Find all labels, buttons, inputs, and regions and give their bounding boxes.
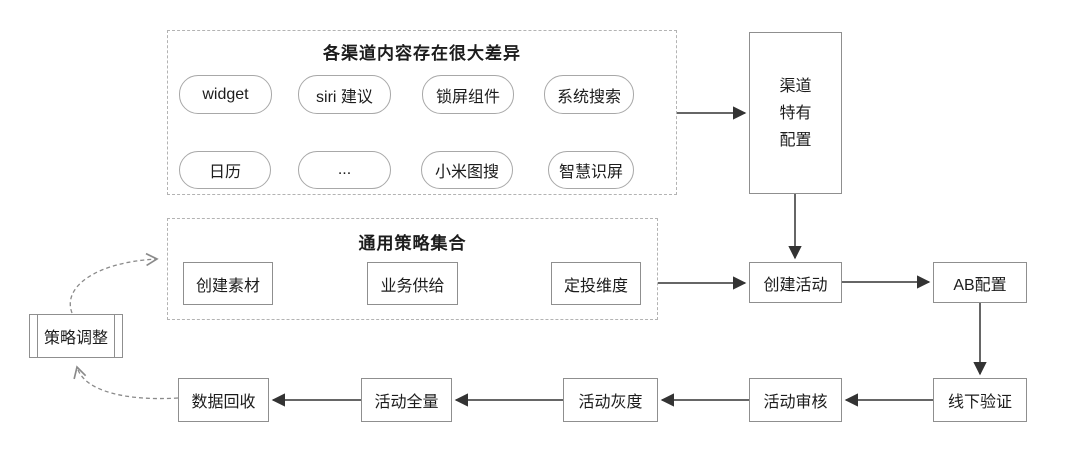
node-business-supply: 业务供给 <box>367 262 458 305</box>
channel-group: 各渠道内容存在很大差异 widget siri 建议 锁屏组件 系统搜索 日历 … <box>167 30 677 195</box>
channel-group-title: 各渠道内容存在很大差异 <box>323 44 521 63</box>
node-create-activity: 创建活动 <box>749 262 842 303</box>
pill-smart-screen-recognition: 智慧识屏 <box>548 151 634 189</box>
arrow-adjust-to-strategy-group <box>69 252 159 314</box>
pill-calendar: 日历 <box>179 151 271 189</box>
node-targeting-dimension: 定投维度 <box>551 262 641 305</box>
pill-widget: widget <box>179 75 272 114</box>
node-ab-config: AB配置 <box>933 262 1027 303</box>
pill-lockscreen-widget: 锁屏组件 <box>422 75 514 114</box>
pill-more: ... <box>298 151 391 189</box>
node-activity-gray: 活动灰度 <box>563 378 658 422</box>
pill-siri-suggest: siri 建议 <box>298 75 391 114</box>
pill-xiaomi-image-search: 小米图搜 <box>421 151 513 189</box>
node-channel-config: 渠道 特有 配置 <box>749 32 842 194</box>
strategy-group-title: 通用策略集合 <box>358 234 467 253</box>
arrow-recycle-to-adjust <box>73 365 179 400</box>
node-activity-full: 活动全量 <box>361 378 452 422</box>
node-create-material: 创建素材 <box>183 262 273 305</box>
node-data-recycle: 数据回收 <box>178 378 269 422</box>
node-offline-verify: 线下验证 <box>933 378 1027 422</box>
node-activity-review: 活动审核 <box>749 378 842 422</box>
node-strategy-adjust: 策略调整 <box>29 314 123 358</box>
pill-system-search: 系统搜索 <box>544 75 634 114</box>
